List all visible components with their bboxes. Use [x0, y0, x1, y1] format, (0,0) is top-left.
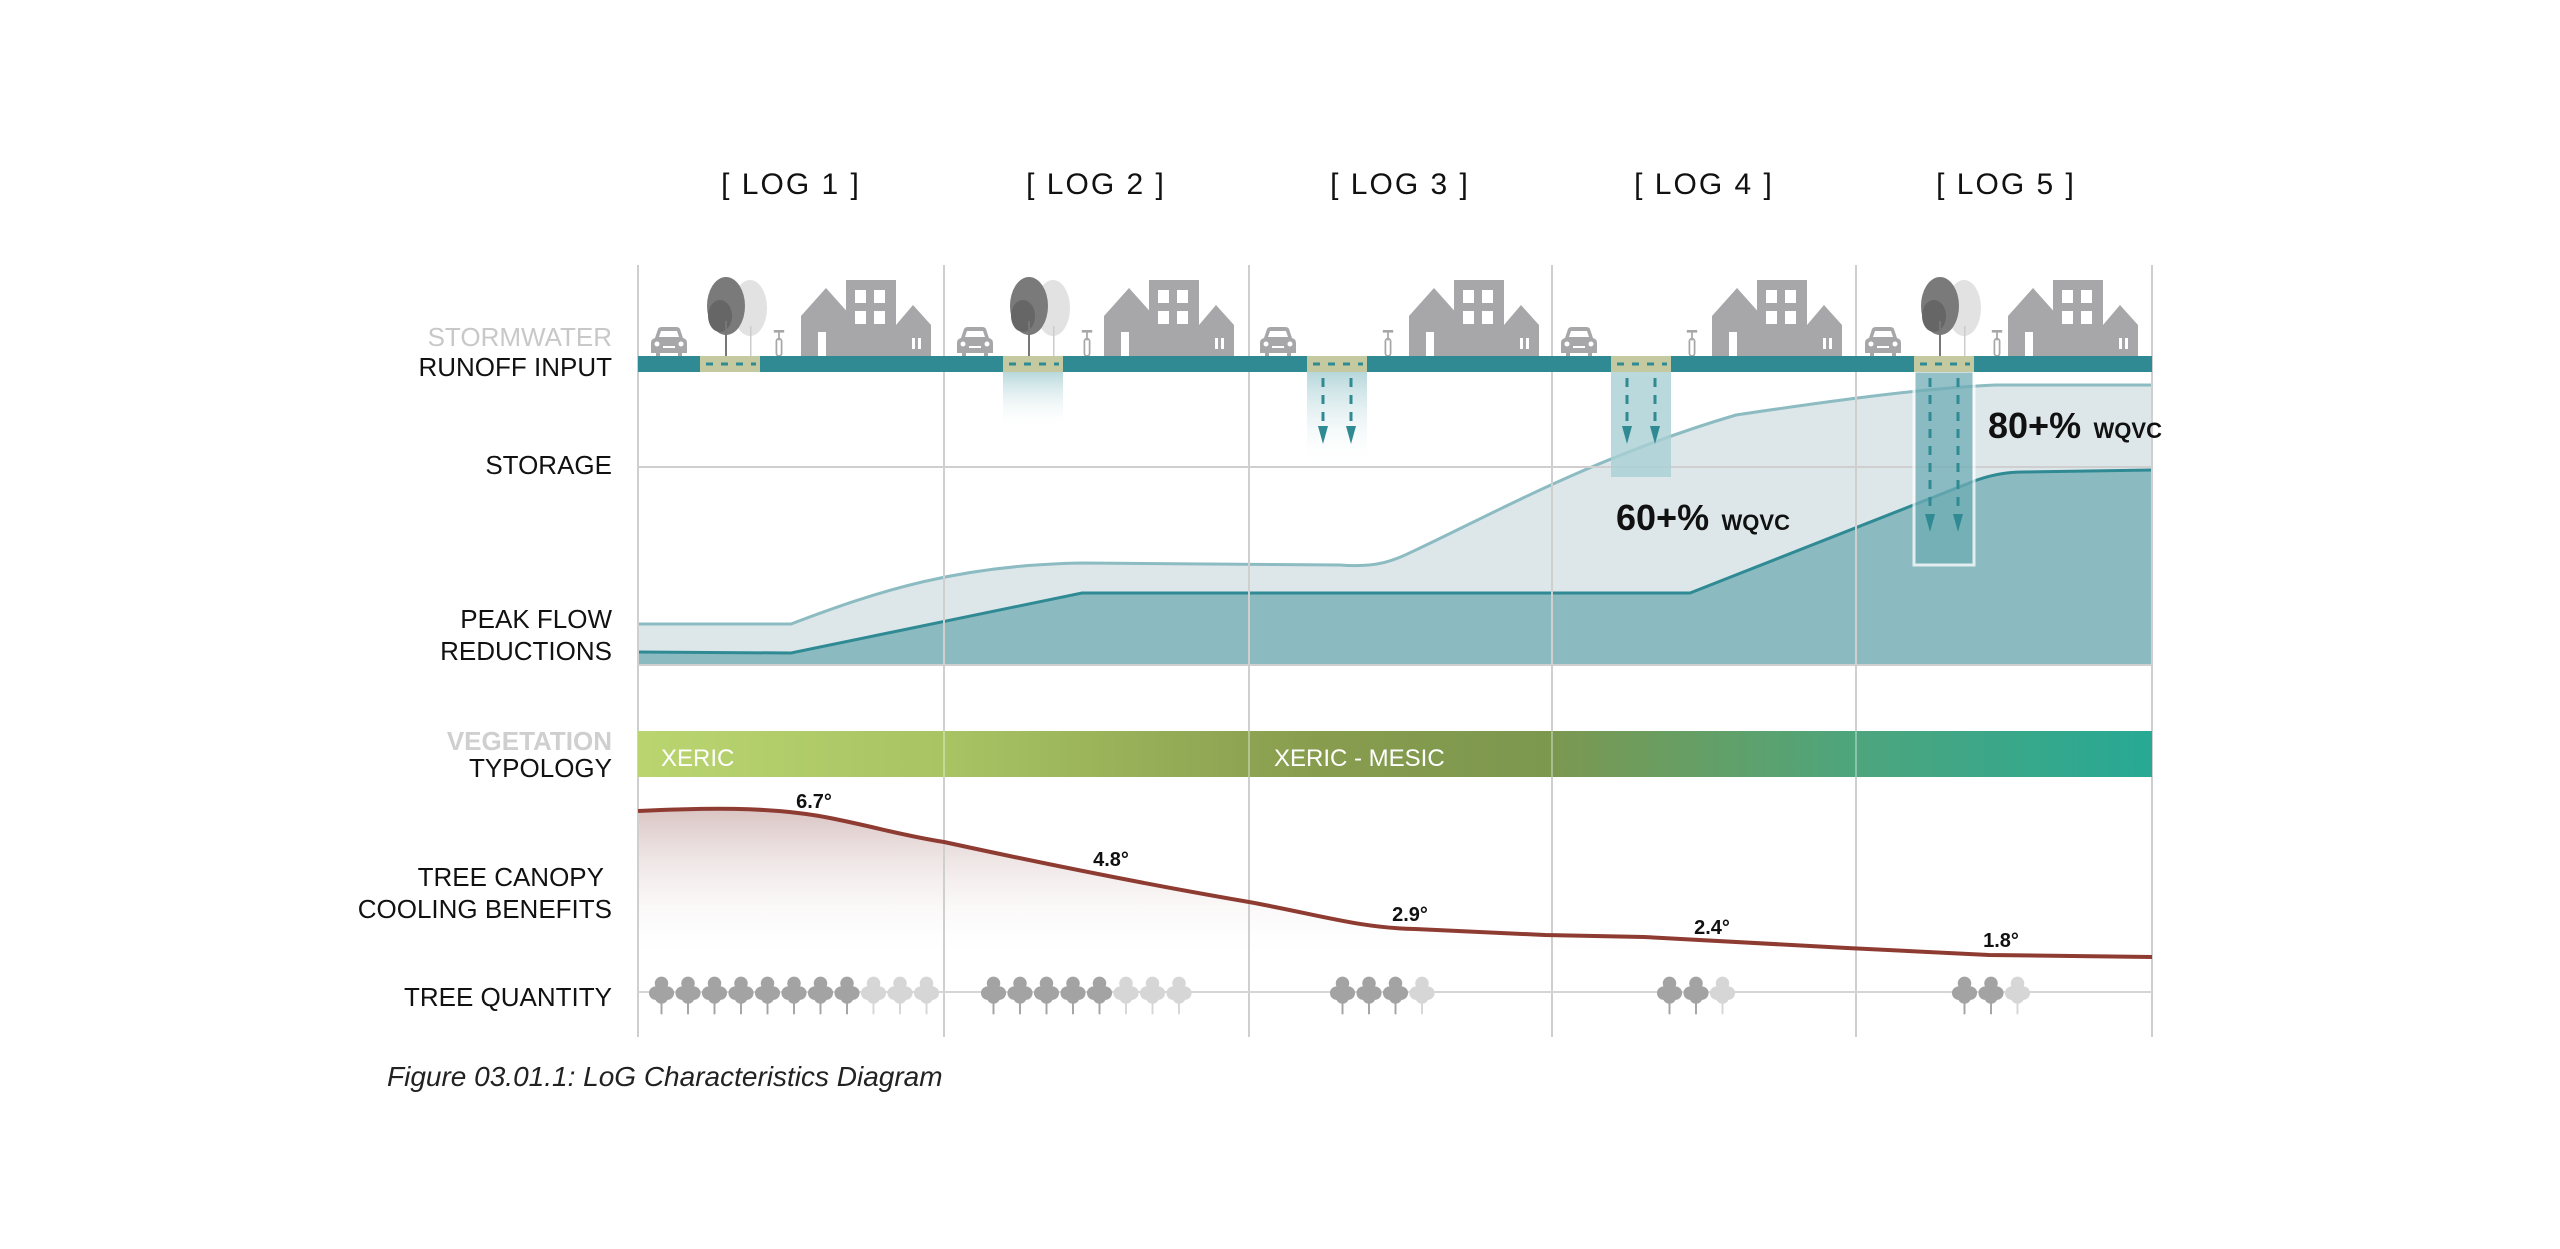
bioretention-strip [1003, 356, 1063, 372]
cooling-value-log-4: 2.4° [1694, 917, 1730, 939]
buildings-icon [801, 280, 931, 356]
down-arrow-icon [1953, 514, 1963, 532]
runoff-input-label: RUNOFF INPUT [418, 352, 612, 382]
tree-quantity-icon-faded [913, 976, 940, 1015]
infiltration-log-4 [1611, 371, 1671, 477]
bike-icon [1990, 330, 2004, 356]
log-1-header: [ LOG 1 ] [721, 168, 861, 201]
reductions-label: REDUCTIONS [440, 636, 612, 666]
tree-quantity-icon-filled [781, 976, 807, 1015]
tree-quantity-icon-filled [754, 976, 781, 1015]
xeric-label: XERIC [661, 745, 734, 772]
cooling-area [638, 808, 2152, 960]
car-icon [1865, 327, 1901, 356]
log-4-header: [ LOG 4 ] [1634, 168, 1774, 201]
car-icon [957, 327, 993, 356]
infiltration-log-2 [1003, 371, 1063, 429]
car-icon [651, 327, 687, 356]
tree-quantity-icon-filled [980, 976, 1007, 1015]
car-icon [1260, 327, 1296, 356]
tree-quantity-icon-faded [1113, 976, 1139, 1015]
log-2-header: [ LOG 2 ] [1026, 168, 1166, 201]
tree-quantity-icon-faded [1709, 976, 1736, 1015]
tree-quantity-icon-filled [675, 976, 701, 1015]
wqvc-80-value: 80+% [1988, 405, 2081, 446]
buildings-icon [2008, 280, 2138, 356]
down-arrow-icon [1622, 426, 1632, 444]
car-icon [1561, 327, 1597, 356]
street-tree-icon [1921, 277, 1981, 356]
peak-flow-label: PEAK FLOW [460, 604, 612, 634]
street-tree-icon [1010, 277, 1070, 356]
down-arrow-icon [1650, 426, 1660, 444]
cooling-value-log-3: 2.9° [1392, 904, 1428, 926]
wqvc-60-unit: WQVC [1722, 510, 1791, 535]
bioretention-strip [1611, 356, 1671, 372]
cooling-curve [637, 806, 2153, 959]
tree-quantity-icon-filled [1356, 976, 1382, 1015]
cooling-value-log-5: 1.8° [1983, 930, 2019, 952]
peak-flow-area [638, 470, 2152, 665]
street-tree-icon [707, 277, 767, 356]
xeric-mesic-label: XERIC - MESIC [1274, 745, 1445, 772]
buildings-icon [1712, 280, 1842, 356]
bike-icon [772, 330, 786, 356]
infiltration-log-3 [1307, 371, 1367, 466]
tree-quantity-icon-filled [1033, 976, 1060, 1015]
cooling-value-log-2: 4.8° [1093, 849, 1129, 871]
tree-quantity-icon-filled [1007, 976, 1033, 1015]
tree-quantity-icon-filled [1656, 976, 1683, 1015]
down-arrow-icon [1925, 514, 1935, 532]
infiltration-log-5 [1912, 369, 1976, 567]
tree-quantity-icon-filled [701, 976, 728, 1015]
cooling-value-log-1: 6.7° [796, 791, 832, 813]
typology-label: TYPOLOGY [469, 753, 612, 783]
down-arrow-icon [1346, 426, 1356, 444]
bioretention-strip [1914, 356, 1974, 372]
vegetation-label: VEGETATION [447, 726, 612, 756]
tree-quantity-icon-faded [1166, 976, 1192, 1015]
buildings-icon [1409, 280, 1539, 356]
tree-quantity-icon-faded [860, 976, 887, 1015]
wqvc-80-label: 80+% WQVC [1988, 405, 2162, 446]
tree-quantity-icon-faded [1409, 976, 1435, 1015]
tree-quantity-icon-faded [2004, 976, 2031, 1015]
wqvc-60-label: 60+% WQVC [1616, 497, 1790, 538]
bike-icon [1381, 330, 1395, 356]
peak-flow-curve [637, 468, 2153, 655]
stormwater-label: STORMWATER [428, 322, 612, 352]
tree-quantity-icon-filled [1382, 976, 1409, 1015]
tree-quantity-label: TREE QUANTITY [404, 982, 612, 1012]
tree-quantity-icon-filled [807, 976, 834, 1015]
tree-quantity-icon-filled [1978, 976, 2004, 1015]
down-arrow-icon [1318, 426, 1328, 444]
tree-quantity-icon-filled [648, 976, 675, 1015]
storage-curve [638, 383, 2152, 626]
cooling-benefits-label: COOLING BENEFITS [358, 894, 612, 924]
tree-quantity-icon-filled [1683, 976, 1709, 1015]
tree-quantity-icon-filled [1086, 976, 1113, 1015]
log-5-header: [ LOG 5 ] [1936, 168, 2076, 201]
log-3-header: [ LOG 3 ] [1330, 168, 1470, 201]
tree-quantity-icon-filled [834, 976, 860, 1015]
tree-quantity-icon-filled [728, 976, 754, 1015]
bioretention-strip [1307, 356, 1367, 372]
bioretention-strip [700, 356, 760, 372]
bike-icon [1080, 330, 1094, 356]
tree-quantity-icon-faded [887, 976, 913, 1015]
tree-canopy-label: TREE CANOPY [418, 862, 604, 892]
tree-quantity-icon-filled [1329, 976, 1356, 1015]
buildings-icon [1104, 280, 1234, 356]
figure-caption: Figure 03.01.1: LoG Characteristics Diag… [387, 1061, 943, 1092]
tree-quantity-icon-faded [1139, 976, 1166, 1015]
wqvc-60-value: 60+% [1616, 497, 1709, 538]
tree-quantity-icon-filled [1060, 976, 1086, 1015]
tree-quantity-icon-filled [1951, 976, 1978, 1015]
wqvc-80-unit: WQVC [2094, 418, 2163, 443]
bike-icon [1685, 330, 1699, 356]
vegetation-bar [638, 731, 2152, 777]
storage-label: STORAGE [485, 450, 612, 480]
